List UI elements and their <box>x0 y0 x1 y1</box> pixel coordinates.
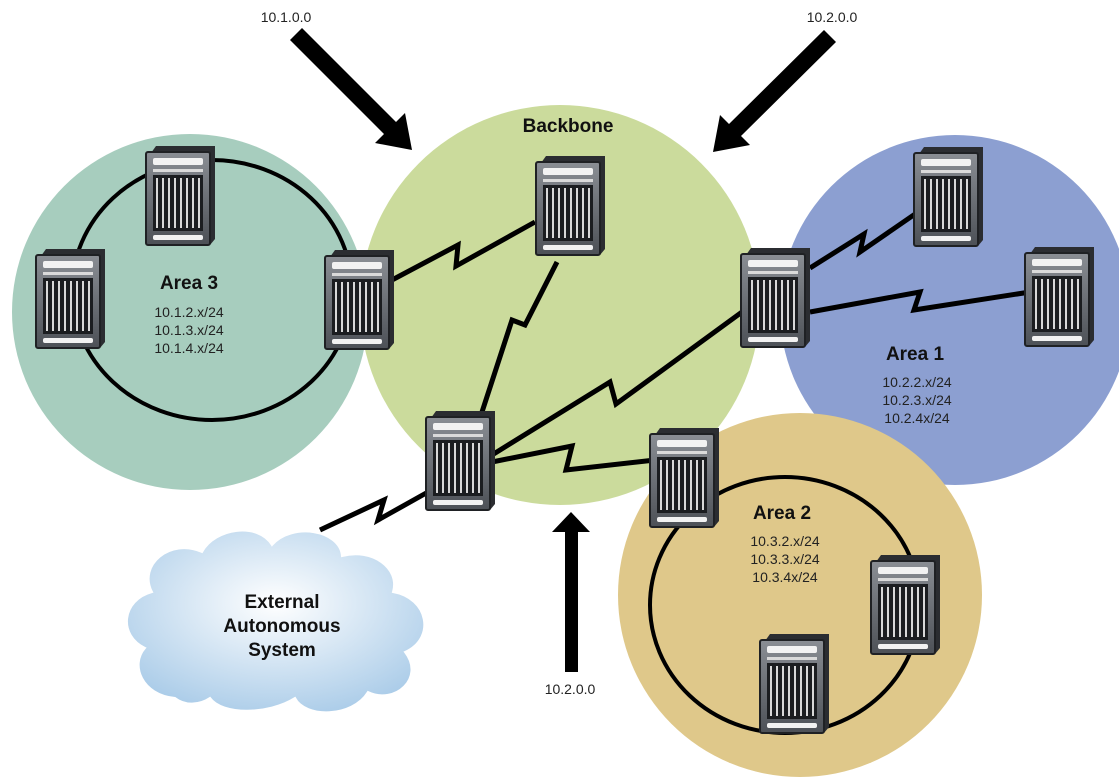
network-links <box>318 209 1031 533</box>
router-icon <box>740 247 811 348</box>
router-icon <box>324 249 395 350</box>
router-icon <box>649 427 720 528</box>
external-label-line1: External <box>245 592 320 613</box>
router-icon <box>35 248 106 349</box>
link-area1-top <box>808 209 920 271</box>
area-2-subnet-2: 10.3.3.x/24 <box>750 551 819 567</box>
link-backbone-center <box>479 260 560 413</box>
summary-arrows: 10.1.0.0 10.2.0.0 10.2.0.0 <box>261 9 858 697</box>
summary-label-bottom: 10.2.0.0 <box>545 681 596 697</box>
link-area3-backbone <box>390 219 537 283</box>
area-3-region <box>12 134 368 490</box>
area-2-labels: Area 2 10.3.2.x/24 10.3.3.x/24 10.3.4x/2… <box>750 503 819 585</box>
area-1-subnet-3: 10.2.4x/24 <box>884 410 950 426</box>
router-icon <box>870 554 941 655</box>
area-1-subnet-1: 10.2.2.x/24 <box>882 374 951 390</box>
router-icon <box>425 410 496 511</box>
backbone-region <box>360 105 760 505</box>
summary-label-top-right: 10.2.0.0 <box>807 9 858 25</box>
router-icon <box>1024 246 1095 347</box>
area-2-subnet-1: 10.3.2.x/24 <box>750 533 819 549</box>
arrow-icon: 10.1.0.0 <box>261 9 412 150</box>
area-1-labels: Area 1 10.2.2.x/24 10.2.3.x/24 10.2.4x/2… <box>882 344 951 426</box>
area-1-title: Area 1 <box>886 344 945 365</box>
backbone-title: Backbone <box>523 116 614 137</box>
arrow-icon: 10.2.0.0 <box>713 9 858 152</box>
cloud-icon: External Autonomous System <box>126 529 426 714</box>
arrow-icon: 10.2.0.0 <box>545 512 596 697</box>
link-center-area2 <box>491 442 656 473</box>
area-3-labels: Area 3 10.1.2.x/24 10.1.3.x/24 10.1.4.x/… <box>154 273 223 356</box>
router-icon <box>759 633 830 734</box>
area-3-subnet-2: 10.1.3.x/24 <box>154 322 223 338</box>
external-label-line3: System <box>248 640 316 661</box>
area-3-subnet-1: 10.1.2.x/24 <box>154 304 223 320</box>
area-2-title: Area 2 <box>753 503 811 524</box>
router-icon <box>145 145 216 246</box>
summary-label-top-left: 10.1.0.0 <box>261 9 312 25</box>
area-3-subnet-3: 10.1.4.x/24 <box>154 340 223 356</box>
area-1-subnet-2: 10.2.3.x/24 <box>882 392 951 408</box>
external-label-line2: Autonomous <box>223 616 340 637</box>
link-center-area1 <box>490 309 744 458</box>
link-external <box>318 489 430 533</box>
area-1-region <box>780 135 1119 485</box>
router-icon <box>913 146 984 247</box>
area-2-subnet-3: 10.3.4x/24 <box>752 569 818 585</box>
router-icon <box>535 155 606 256</box>
area-3-title: Area 3 <box>160 273 218 294</box>
link-area1-right <box>809 288 1031 315</box>
